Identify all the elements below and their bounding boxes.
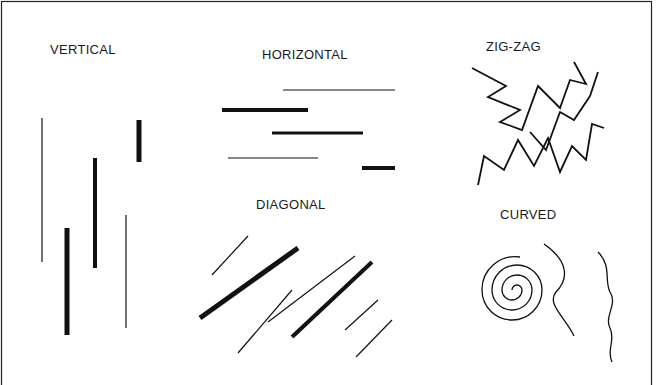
diagonal-lines	[200, 236, 392, 357]
line-type-label: ZIG-ZAG	[486, 39, 541, 55]
zigzag-lines	[472, 62, 604, 185]
line-type-label: VERTICAL	[50, 42, 116, 58]
line-type-label: HORIZONTAL	[262, 47, 348, 63]
line-type-label: CURVED	[500, 207, 556, 223]
horizontal-lines	[222, 90, 395, 168]
line-type-label: DIAGONAL	[256, 197, 326, 213]
curved-lines	[482, 244, 613, 362]
vertical-lines	[42, 118, 139, 335]
